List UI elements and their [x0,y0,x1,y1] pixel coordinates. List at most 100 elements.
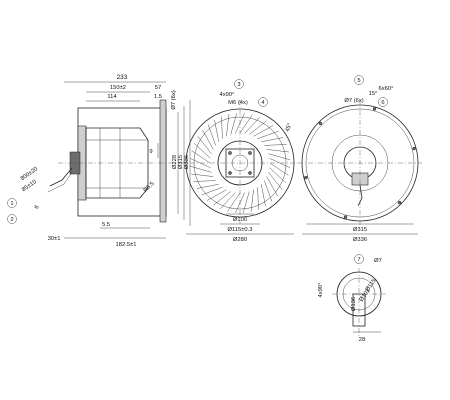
callout-circle-3 [234,79,244,89]
impeller-blade [269,162,289,176]
dim-height-9: 9 [149,149,152,155]
front-view: 3 4x90° M6 (4x) 4 45° Ø100 Ø115±0.3 Ø280 [180,79,300,243]
dim-angle-6x60: 6x60° [379,86,394,92]
dim-angle-15: 15° [369,91,378,97]
dim-dia-315: Ø315 [178,155,184,169]
dim-bottom-30: 30±1 [48,236,61,242]
dim-detail-dia-7: Ø7 [374,258,382,264]
dim-hole-spec-rear: Ø7 (6x) [344,98,363,104]
callout-4: 4 [261,100,265,106]
side-plate [159,99,167,223]
dim-thread-m6: M6 (4x) [228,100,248,106]
impeller-blade [266,176,278,197]
impeller-blade [196,183,219,189]
dim-detail-dia-136: Ø136 [351,297,357,311]
front-bolt [228,151,232,155]
impeller-blade [264,144,287,146]
front-bolt [248,151,252,155]
impeller-blade [202,129,214,150]
dim-plate-gap: 1.5 [154,94,162,100]
impeller-blade [197,136,212,154]
dim-detail-28: 28 [359,337,365,343]
impeller-blade [206,189,227,201]
side-view: 233 150±2 57 114 1.5 Ø7 (6x) 9 Ø228 Ø315… [7,74,191,248]
dim-dia-336: Ø336 [184,155,190,169]
dim-dia-315-rear: Ø315 [353,227,367,233]
mounting-hole [304,175,308,180]
dim-radius: R5.5 [143,181,156,194]
callout-6: 6 [381,100,384,106]
callout-circle-7 [354,254,364,264]
callout-1: 1 [10,201,13,207]
front-bolt [248,171,252,175]
rear-cable [357,184,363,207]
impeller-blade [239,114,253,134]
impeller-blade [261,137,284,143]
impeller-blade [257,187,259,210]
impeller-blade [190,165,212,173]
dim-inlet-width: 150±2 [110,85,126,91]
mounting-hole [397,200,402,205]
mounting-hole [372,107,377,111]
dim-cable-800: 800±20 [20,166,39,182]
front-bolt [228,171,232,175]
front-blades [190,113,290,213]
impeller-blade [213,191,231,206]
mounting-hole [318,121,323,126]
callout-circle-6 [378,97,388,107]
dim-detail-4x90: 4x90° [318,283,324,298]
rear-view: 5 6x60° Ø7 (6x) 6 15° Ø315 Ø336 [298,75,422,243]
impeller-blade [226,114,230,137]
impeller-blade [268,172,283,190]
impeller-blade [201,187,223,196]
impeller-blade [266,149,289,153]
impeller-blade [269,158,290,168]
impeller-blade [214,119,220,142]
impeller-blade [268,153,290,161]
callout-circle-1 [7,198,17,208]
callout-7: 7 [357,257,360,263]
impeller-blade [257,130,279,139]
impeller-blade [242,191,250,213]
dim-bottom-5-5: 5.5 [102,222,110,228]
rear-mounting-holes [304,107,416,219]
side-cable [49,167,73,187]
dim-angle-4x90: 4x90° [220,92,235,98]
impeller-blade [230,113,238,135]
impeller-blade [250,189,254,212]
dim-right-offset: 57 [155,85,161,91]
dim-dia-100: Ø100 [233,217,247,223]
impeller-blade [260,184,266,207]
callout-3: 3 [237,82,240,88]
mounting-hole [343,215,348,219]
impeller-blade [207,124,216,146]
mounting-hole [412,146,416,151]
dim-hub-width: 114 [107,94,117,100]
dim-cable-6: 6 [34,204,41,210]
impeller-blade [193,143,211,159]
impeller-blade [193,180,216,182]
dim-hole-spec: Ø7 (6x) [171,90,177,109]
impeller-blade [264,180,273,202]
impeller-blade [191,150,211,164]
impeller-blade [253,125,274,137]
impeller-blade [220,192,236,210]
impeller-blade [249,120,267,135]
dim-dia-280: Ø280 [233,237,247,243]
side-housing [77,107,167,217]
callout-circle-5 [354,75,364,85]
impeller-blade [221,116,223,139]
impeller-blade [227,192,241,212]
dim-dia-336-rear: Ø336 [353,237,367,243]
callout-5: 5 [357,78,360,84]
side-cable [47,171,73,193]
callout-circle-2 [7,214,17,224]
dim-dia-228: Ø228 [172,155,178,169]
detail-view: 7 Ø7 4x90° Ø115 Ø102 Ø136 28 [318,254,386,343]
impeller-blade [191,173,214,177]
dim-bottom-182-5: 182.5±1 [116,242,137,248]
dim-overall-width: 233 [117,74,128,81]
impeller-blade [244,116,260,134]
impeller-blade [269,167,287,183]
